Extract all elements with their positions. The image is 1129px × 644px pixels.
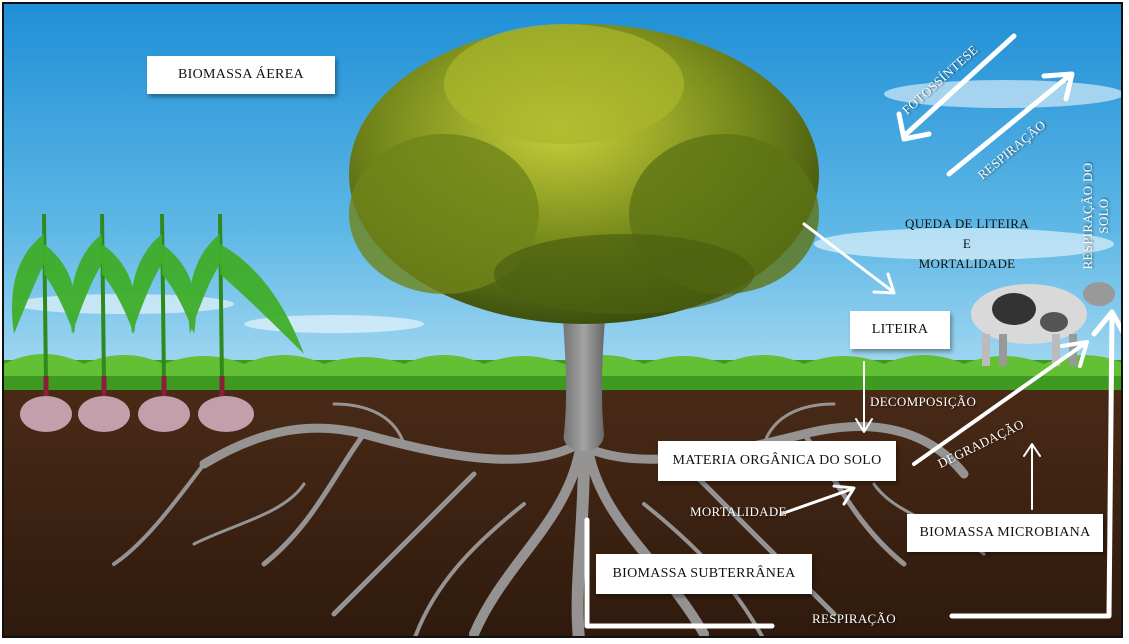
label-respiracao-bottom: RESPIRAÇÃO: [812, 611, 896, 627]
label-respiracao-solo: RESPIRAÇÃO DO SOLO: [1080, 156, 1112, 276]
label-mortalidade: MORTALIDADE: [690, 504, 787, 520]
label-queda-line1: QUEDA DE LITEIRA: [892, 216, 1042, 232]
label-materia-organica: MATERIA ORGÂNICA DO SOLO: [658, 441, 896, 481]
label-biomassa-microbiana: BIOMASSA MICROBIANA: [907, 514, 1103, 552]
label-decomposicao: DECOMPOSIÇÃO: [870, 394, 976, 410]
label-biomassa-subterranea: BIOMASSA SUBTERRÂNEA: [596, 554, 812, 594]
tree-crown: [349, 24, 819, 324]
label-liteira: LITEIRA: [850, 311, 950, 349]
label-biomassa-aerea: BIOMASSA ÁEREA: [147, 56, 335, 94]
label-queda-line2: E: [892, 236, 1042, 252]
label-queda-line3: MORTALIDADE: [892, 256, 1042, 272]
